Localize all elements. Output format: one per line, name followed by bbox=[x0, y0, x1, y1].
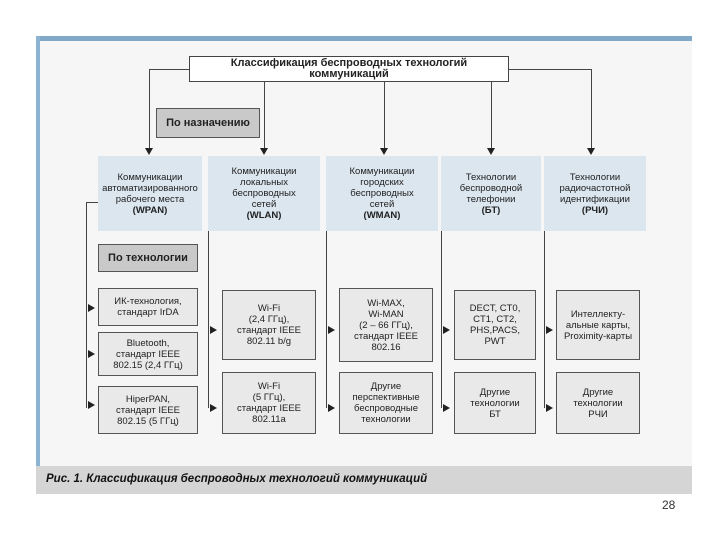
connector bbox=[509, 69, 591, 70]
connector bbox=[441, 231, 442, 408]
header-band bbox=[36, 36, 692, 41]
arrow-right-icon bbox=[546, 404, 553, 412]
caption-band bbox=[36, 466, 692, 494]
category-abbr: (БТ) bbox=[481, 204, 501, 216]
wpan-item-irda: ИК-технология, стандарт IrDA bbox=[98, 288, 198, 326]
connector bbox=[149, 69, 150, 149]
category-bt: Технологии беспроводной телефонии(БТ) bbox=[441, 156, 541, 231]
scanned-figure: Классификация беспроводных технологий ко… bbox=[36, 36, 692, 494]
category-abbr: (WPAN) bbox=[132, 204, 168, 216]
by-technology-label: По технологии bbox=[98, 244, 198, 272]
connector bbox=[491, 82, 492, 149]
category-label: Коммуникации городских беспроводных сете… bbox=[349, 166, 415, 210]
diagram-title: Классификация беспроводных технологий ко… bbox=[189, 56, 509, 82]
wlan-item-wifi-5: Wi-Fi (5 ГГц), стандарт IEEE 802.11a bbox=[222, 372, 316, 434]
rfid-item-other: Другие технологии РЧИ bbox=[556, 372, 640, 434]
category-label: Коммуникации локальных беспроводных сете… bbox=[231, 166, 297, 210]
connector bbox=[86, 202, 98, 203]
connector bbox=[384, 82, 385, 149]
arrow-right-icon bbox=[88, 304, 95, 312]
category-rfid: Технологии радиочастотной идентификации(… bbox=[544, 156, 646, 231]
connector bbox=[264, 82, 265, 149]
arrow-right-icon bbox=[443, 404, 450, 412]
side-band bbox=[36, 36, 40, 474]
bt-item-other: Другие технологии БТ bbox=[454, 372, 536, 434]
category-label: Технологии радиочастотной идентификации bbox=[559, 171, 631, 205]
by-purpose-label: По назначению bbox=[156, 108, 260, 138]
category-abbr: (WMAN) bbox=[363, 210, 401, 221]
arrow-down-icon bbox=[380, 148, 388, 155]
arrow-right-icon bbox=[328, 326, 335, 334]
wpan-item-bluetooth: Bluetooth, стандарт IEEE 802.15 (2,4 ГГц… bbox=[98, 332, 198, 376]
arrow-right-icon bbox=[88, 401, 95, 409]
arrow-down-icon bbox=[145, 148, 153, 155]
wlan-item-wifi-24: Wi-Fi (2,4 ГГц), стандарт IEEE 802.11 b/… bbox=[222, 290, 316, 360]
category-label: Технологии беспроводной телефонии bbox=[459, 171, 523, 205]
arrow-down-icon bbox=[587, 148, 595, 155]
wpan-item-hiperpan: HiperPAN, стандарт IEEE 802.15 (5 ГГц) bbox=[98, 386, 198, 434]
category-abbr: (РЧИ) bbox=[581, 204, 609, 216]
arrow-right-icon bbox=[328, 404, 335, 412]
arrow-right-icon bbox=[546, 326, 553, 334]
category-abbr: (WLAN) bbox=[246, 210, 282, 221]
arrow-down-icon bbox=[260, 148, 268, 155]
arrow-right-icon bbox=[443, 326, 450, 334]
arrow-right-icon bbox=[210, 404, 217, 412]
wman-item-wimax: Wi-MAX, Wi-MAN (2 – 66 ГГц), стандарт IE… bbox=[339, 288, 433, 362]
arrow-right-icon bbox=[210, 326, 217, 334]
bt-item-dect: DECT, CT0, CT1, CT2, PHS,PACS, PWT bbox=[454, 290, 536, 360]
connector bbox=[149, 69, 189, 70]
rfid-item-smart-cards: Интеллекту- альные карты, Proximity-карт… bbox=[556, 290, 640, 360]
category-wlan: Коммуникации локальных беспроводных сете… bbox=[208, 156, 320, 231]
category-label: Коммуникации автоматизированного рабочег… bbox=[102, 171, 198, 205]
connector bbox=[86, 202, 87, 408]
category-wpan: Коммуникации автоматизированного рабочег… bbox=[98, 156, 202, 231]
page-number: 28 bbox=[662, 498, 676, 512]
connector bbox=[208, 231, 209, 408]
connector bbox=[326, 231, 327, 408]
connector bbox=[544, 231, 545, 408]
figure-caption: Рис. 1. Классификация беспроводных техно… bbox=[46, 473, 428, 485]
arrow-down-icon bbox=[487, 148, 495, 155]
wman-item-other: Другие перспективные беспроводные технол… bbox=[339, 372, 433, 434]
connector bbox=[591, 69, 592, 149]
arrow-right-icon bbox=[88, 350, 95, 358]
category-wman: Коммуникации городских беспроводных сете… bbox=[326, 156, 438, 231]
